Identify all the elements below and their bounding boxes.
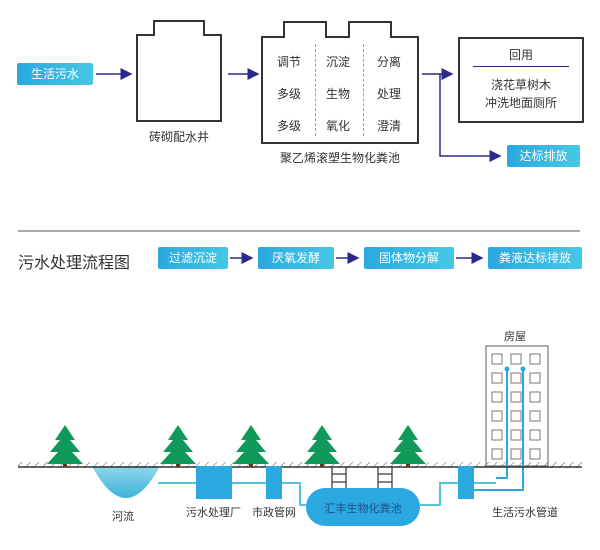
reuse-line-1: 浇花草树木 (490, 78, 551, 92)
flow-step-2: 厌氧发酵 (258, 247, 334, 269)
tank-cell: 处理 (376, 87, 401, 101)
bio-tank-cap-right (348, 21, 392, 38)
ground-hatch (18, 462, 582, 468)
tank-cell: 生物 (325, 87, 350, 101)
bio-tank-label: 聚乙烯滚塑生物化粪池 (279, 151, 400, 165)
plant-label: 污水处理厂 (186, 506, 241, 519)
distribution-well-cap (153, 20, 205, 36)
tank-cell: 调节 (276, 55, 301, 69)
tank-cell: 澄清 (376, 119, 401, 133)
manhole-ladders (331, 467, 393, 490)
sewage-pipe-block (458, 466, 474, 499)
bio-tank (261, 36, 419, 144)
treatment-plant-block (196, 466, 232, 499)
reuse-divider (473, 66, 569, 67)
bio-tank-divider-1 (315, 44, 316, 136)
distribution-well (136, 34, 222, 122)
flow-step-3: 固体物分解 (364, 247, 454, 269)
bio-tank-cap-left (283, 21, 327, 38)
tank-cell: 沉淀 (325, 55, 350, 69)
tree-icon (233, 425, 269, 464)
discharge-tag: 达标排放 (507, 145, 580, 167)
tree-icon (304, 425, 340, 464)
flow-step-4: 粪液达标排放 (488, 247, 582, 269)
reuse-box (458, 37, 584, 123)
bio-tank-divider-2 (363, 44, 364, 136)
house-label: 房屋 (504, 330, 526, 343)
pipe-label: 生活污水管道 (492, 506, 558, 519)
septic-tank-label: 汇丰生物化粪池 (324, 502, 402, 515)
flow-step-1: 过滤沉淀 (158, 247, 228, 269)
tank-cell: 氧化 (325, 119, 350, 133)
municipal-label: 市政管网 (252, 506, 296, 519)
distribution-well-label: 砖砌配水井 (148, 130, 209, 144)
tree-icon (47, 425, 83, 464)
reuse-line-2: 冲洗地面厕所 (484, 96, 557, 110)
river-shape (92, 466, 160, 498)
arrow-to-discharge (439, 74, 502, 162)
house-building (470, 345, 549, 491)
tank-cell: 分离 (376, 55, 401, 69)
flow-title: 污水处理流程图 (18, 253, 131, 272)
reuse-title: 回用 (508, 48, 533, 62)
river-label: 河流 (112, 510, 134, 523)
input-sewage-tag: 生活污水 (17, 63, 93, 85)
tank-cell: 多级 (276, 87, 301, 101)
underground-pipes (158, 482, 496, 506)
tree-icon (390, 425, 426, 464)
tank-cell: 多级 (276, 119, 301, 133)
septic-tank-shape (306, 488, 420, 526)
municipal-pipe-block (266, 466, 282, 499)
tree-icon (160, 425, 196, 464)
